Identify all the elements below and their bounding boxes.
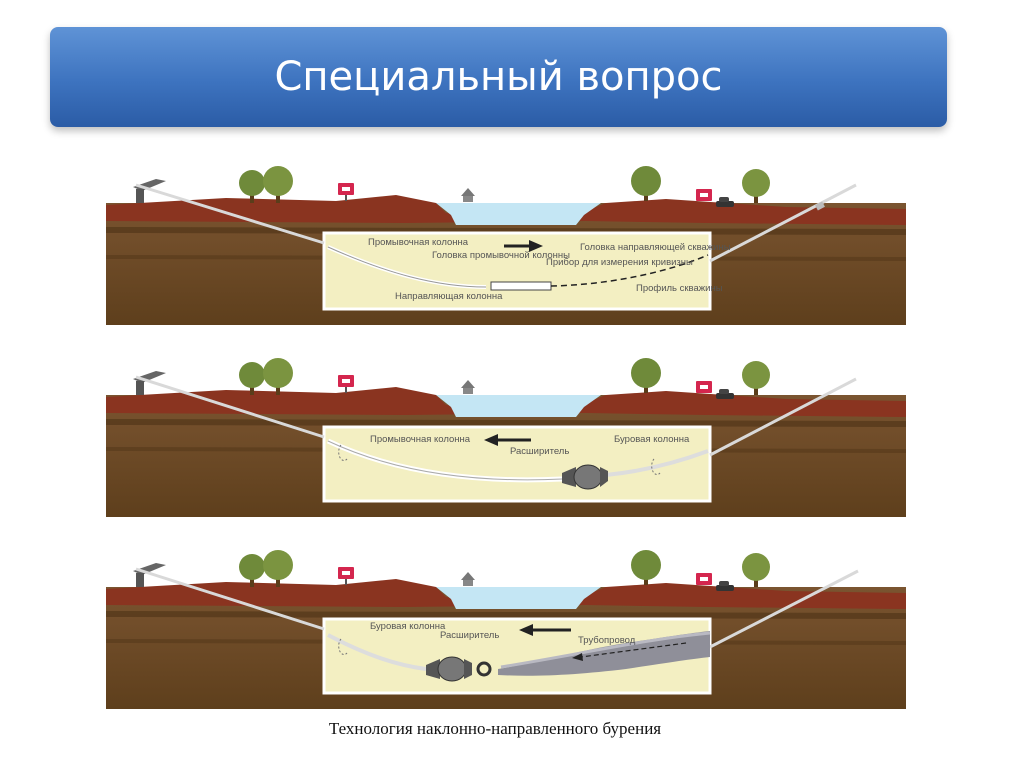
building-icon <box>461 572 475 586</box>
label-wash-string: Промывочная колонна <box>368 237 469 248</box>
road-sign-icon <box>338 183 354 201</box>
label-reamer: Расширитель <box>510 446 569 457</box>
tree-icon <box>631 550 770 587</box>
river <box>436 587 601 609</box>
label-wash-string: Промывочная колонна <box>370 434 471 445</box>
drill-pipe <box>709 377 857 457</box>
survey-tool <box>490 281 552 291</box>
label-survey-tool: Прибор для измерения кривизны <box>546 257 693 268</box>
road-sign-icon <box>338 375 354 393</box>
tree-icon <box>239 358 293 395</box>
road-sign-icon <box>696 381 712 393</box>
label-pilot-head: Головка направляющей скважины <box>580 242 731 253</box>
topsoil-layer <box>106 195 906 225</box>
label-reamer: Расширитель <box>440 630 499 641</box>
diagram-panel-reaming: Промывочная колонна Расширитель Буровая … <box>106 355 906 525</box>
diagram-panel-pullback: Буровая колонна Расширитель Трубопровод <box>106 547 906 717</box>
arrow-left-icon <box>484 434 498 446</box>
drill-pipe <box>135 567 325 631</box>
river <box>436 395 601 417</box>
drill-pipe <box>709 569 859 649</box>
label-pipeline: Трубопровод <box>578 635 636 646</box>
car-icon <box>716 389 734 399</box>
tree-icon <box>239 550 293 587</box>
building-icon <box>461 188 475 202</box>
drill-rig-icon <box>133 563 166 587</box>
diagram-panel-pilot: Промывочная колонна Головка промывочной … <box>106 163 906 333</box>
label-bore-profile: Профиль скважины <box>636 283 723 294</box>
label-wash-head: Головка промывочной колонны <box>432 250 570 261</box>
label-pilot-string: Направляющая колонна <box>395 291 503 302</box>
car-icon <box>716 581 734 591</box>
drill-pipe <box>709 183 857 263</box>
arrow-right-icon <box>529 240 543 252</box>
slide-caption: Технология наклонно-направленного бурени… <box>328 719 662 738</box>
label-drill-string: Буровая колонна <box>370 621 446 632</box>
tree-icon <box>631 166 770 203</box>
bore-profile <box>550 254 709 287</box>
drill-rig-icon <box>133 179 166 203</box>
road-sign-icon <box>696 573 712 585</box>
slide-title: Специальный вопрос <box>274 54 723 100</box>
drill-rig-icon <box>133 371 166 395</box>
building-icon <box>461 380 475 394</box>
drill-pipe <box>135 375 325 439</box>
road-sign-icon <box>696 189 712 201</box>
tree-icon <box>631 358 770 395</box>
arrow-left-icon <box>519 624 533 636</box>
car-icon <box>716 197 734 207</box>
title-bar: Специальный вопрос <box>50 27 947 127</box>
label-drill-string: Буровая колонна <box>614 434 690 445</box>
drill-pipe <box>135 183 325 245</box>
reamer-icon <box>562 464 608 490</box>
tree-icon <box>239 166 293 203</box>
river <box>436 203 601 225</box>
reamer-icon <box>426 656 492 682</box>
road-sign-icon <box>338 567 354 585</box>
